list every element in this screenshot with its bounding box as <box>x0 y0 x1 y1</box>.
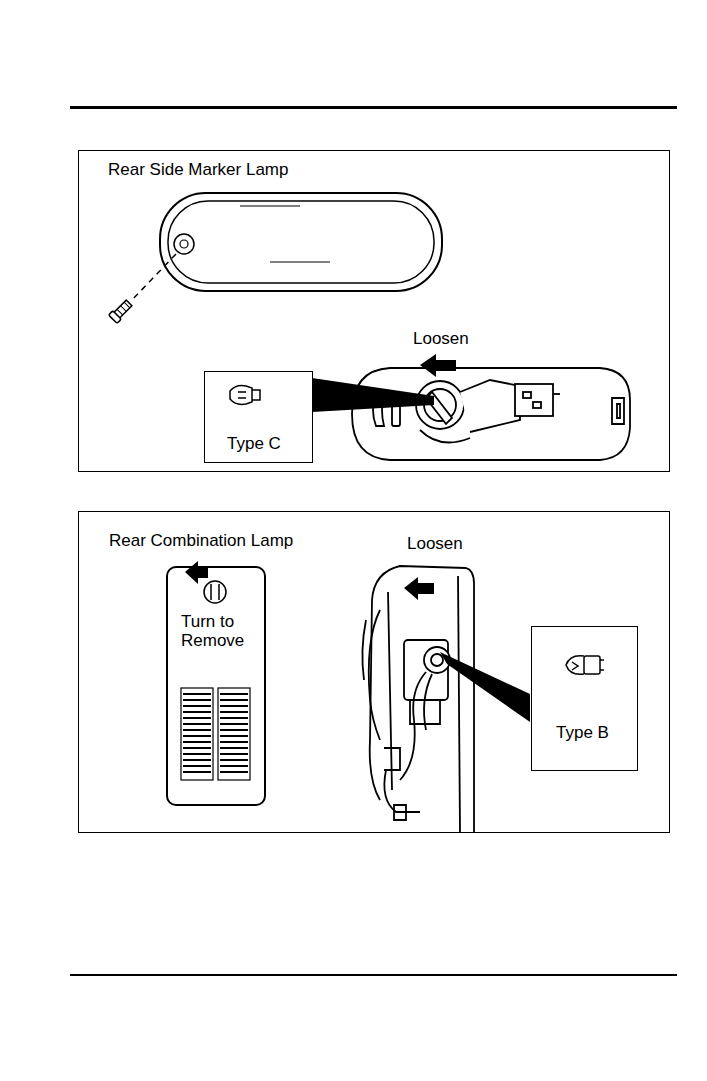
bulb-type-label: Type B <box>556 723 609 742</box>
callout-wedge <box>440 652 530 722</box>
bulb-type-inset: Type C <box>204 371 313 463</box>
instruction-label: Turn to Remove <box>181 612 244 650</box>
callout-wedge <box>312 378 434 412</box>
cover-knob <box>204 581 226 603</box>
wedge-bulb-icon <box>230 386 260 405</box>
combination-housing <box>362 566 474 832</box>
top-rule <box>70 106 677 109</box>
bayonet-bulb-icon <box>566 656 604 675</box>
marker-lens <box>160 193 442 291</box>
bulb-type-inset: Type B <box>531 626 638 771</box>
cover-grille <box>181 688 250 780</box>
bottom-rule <box>70 974 677 976</box>
turn-arrow <box>185 561 208 584</box>
loosen-arrow <box>404 577 434 600</box>
panel-title: Rear Side Marker Lamp <box>108 160 288 179</box>
loosen-arrow <box>420 354 456 377</box>
lens-cover: Turn to Remove <box>166 566 266 806</box>
instruction-label: Loosen <box>407 534 463 553</box>
screw <box>109 254 176 323</box>
panel-title: Rear Combination Lamp <box>109 531 293 550</box>
instruction-label: Loosen <box>413 329 469 348</box>
marker-housing <box>352 368 630 460</box>
bulb-type-label: Type C <box>227 434 281 453</box>
figure-panel: Rear Combination Lamp LoosenTurn to Remov… <box>78 511 670 833</box>
figure-panel: Rear Side Marker LampLoosenType C <box>78 150 670 472</box>
